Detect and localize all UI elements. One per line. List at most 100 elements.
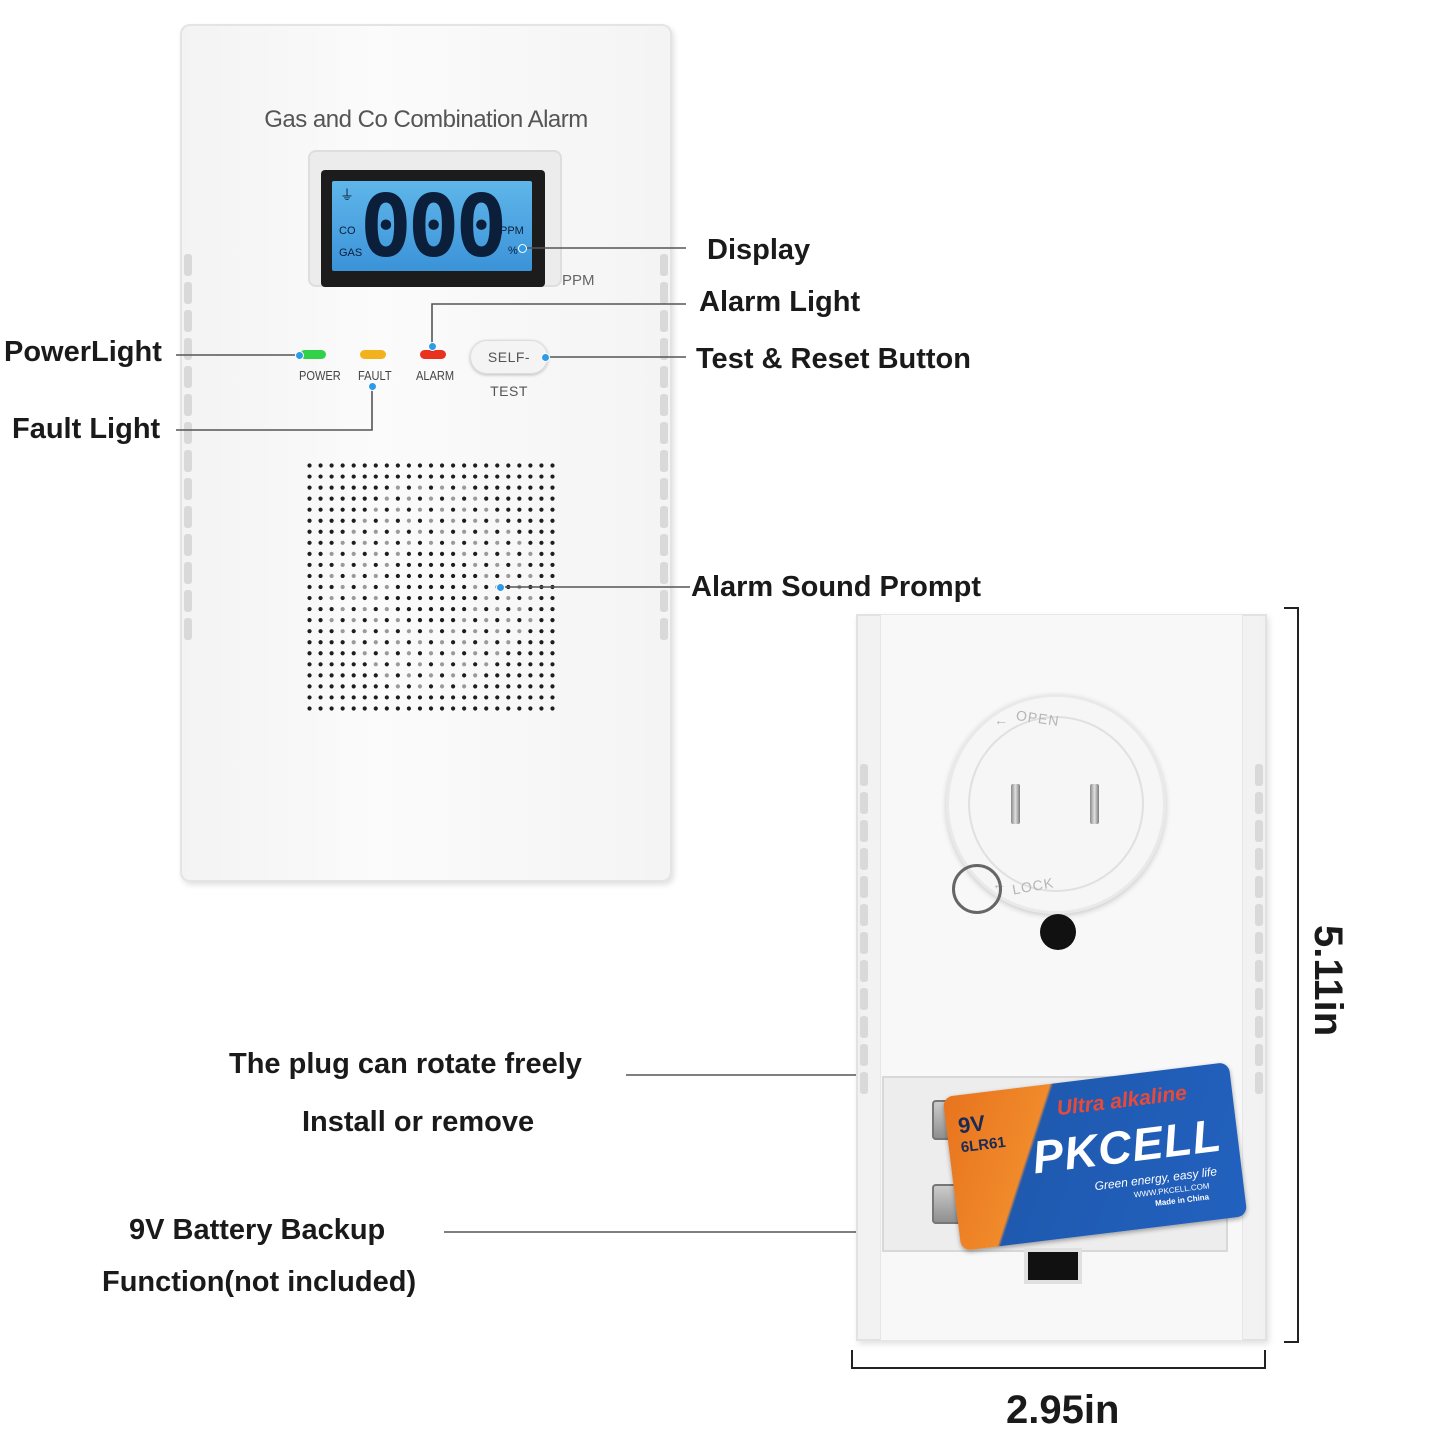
back-left-vent-slot — [860, 820, 868, 842]
height-dimension-tick-top — [1284, 607, 1299, 609]
power-callout-dot — [295, 351, 304, 360]
display-callout-dot — [518, 244, 527, 253]
right-vent-slot — [660, 618, 668, 640]
fault-led-label: FAULT — [358, 368, 392, 383]
fault-led — [360, 350, 386, 359]
back-right-vent-slot — [1255, 792, 1263, 814]
fault-callout-dot — [368, 382, 377, 391]
back-right-vent-slot — [1255, 988, 1263, 1010]
right-vent-slot — [660, 450, 668, 472]
power-led — [300, 350, 326, 359]
plug-symbol-icon: ⏚ — [340, 187, 354, 203]
back-right-vent-slot — [1255, 1072, 1263, 1094]
alarm-led-label: ALARM — [416, 368, 455, 383]
power-led-label: POWER — [299, 368, 341, 383]
ppm-unit-label: PPM — [562, 272, 595, 289]
lcd-co-label: CO — [339, 225, 356, 237]
right-vent-slot — [660, 478, 668, 500]
right-vent-slot — [660, 394, 668, 416]
test-reset-callout: Test & Reset Button — [696, 343, 971, 375]
lcd-gas-label: GAS — [339, 247, 363, 259]
mounting-hole — [1040, 914, 1076, 950]
right-vent-slot — [660, 366, 668, 388]
width-dimension-tick-right — [1264, 1350, 1266, 1369]
plug-prong-right — [1090, 784, 1099, 824]
back-left-vent-slot — [860, 848, 868, 870]
right-vent-slot — [660, 534, 668, 556]
back-right-vent-slot — [1255, 960, 1263, 982]
back-left-vent-slot — [860, 792, 868, 814]
speaker-grille — [307, 463, 555, 711]
power-light-callout: PowerLight — [4, 336, 162, 368]
left-vent-slot — [184, 450, 192, 472]
left-vent-slot — [184, 506, 192, 528]
left-vent-slot — [184, 366, 192, 388]
alarm-light-callout: Alarm Light — [699, 286, 861, 318]
back-right-vent-slot — [1255, 932, 1263, 954]
back-left-vent-slot — [860, 932, 868, 954]
back-right-vent-slot — [1255, 820, 1263, 842]
back-right-vent-slot — [1255, 876, 1263, 898]
height-dimension-tick-bottom — [1284, 1341, 1299, 1343]
left-vent-slot — [184, 422, 192, 444]
back-right-vent-slot — [1255, 1016, 1263, 1038]
left-vent-slot — [184, 254, 192, 276]
left-vent-slot — [184, 394, 192, 416]
front-device: Gas and Co Combination Alarm ⏚ CO GAS 00… — [180, 24, 672, 882]
lcd-screen: ⏚ CO GAS 000 PPM % — [332, 177, 532, 277]
back-left-vent-slot — [860, 764, 868, 786]
right-vent-slot — [660, 590, 668, 612]
left-vent-slot — [184, 310, 192, 332]
back-left-vent-slot — [860, 876, 868, 898]
width-dimension-tick-left — [851, 1350, 853, 1369]
battery-voltage: 9V — [956, 1110, 987, 1139]
speaker-callout-dot — [496, 583, 505, 592]
width-dimension-line — [851, 1367, 1266, 1369]
alarm-callout-dot — [428, 342, 437, 351]
back-left-vent-slot — [860, 960, 868, 982]
right-vent-slot — [660, 506, 668, 528]
back-left-vent-slot — [860, 1072, 868, 1094]
left-vent-slot — [184, 618, 192, 640]
self-test-button[interactable]: SELF-TEST — [470, 340, 548, 399]
battery-callout-line2: Function(not included) — [102, 1266, 417, 1298]
alarm-sound-callout: Alarm Sound Prompt — [691, 571, 982, 603]
left-vent-slot — [184, 338, 192, 360]
back-device: OPEN LOCK ← ← 9V 6LR61 Ultra alkaline PK… — [856, 614, 1267, 1341]
left-vent-slot — [184, 282, 192, 304]
alarm-led — [420, 350, 446, 359]
right-vent-slot — [660, 310, 668, 332]
back-left-vent-slot — [860, 988, 868, 1010]
lcd-ppm-label: PPM — [500, 225, 524, 237]
right-vent-slot — [660, 422, 668, 444]
left-vent-slot — [184, 590, 192, 612]
battery-callout-line1: 9V Battery Backup — [129, 1214, 386, 1246]
display-callout: Display — [707, 234, 811, 266]
back-right-vent-slot — [1255, 848, 1263, 870]
open-arrow-icon: ← — [994, 712, 1009, 728]
device-title: Gas and Co Combination Alarm — [264, 106, 588, 133]
height-dimension-line — [1297, 607, 1299, 1343]
left-vent-slot — [184, 534, 192, 556]
right-vent-slot — [660, 338, 668, 360]
plug-disc-ring — [968, 716, 1144, 892]
lcd-percent-label: % — [508, 245, 518, 257]
back-right-vent-slot — [1255, 904, 1263, 926]
back-left-vent-slot — [860, 904, 868, 926]
left-vent-slot — [184, 562, 192, 584]
right-vent-slot — [660, 562, 668, 584]
height-dimension-label: 5.11in — [1306, 925, 1350, 1037]
right-vent-slot — [660, 254, 668, 276]
plug-rotate-callout: The plug can rotate freely — [229, 1048, 582, 1080]
back-right-vent-slot — [1255, 1044, 1263, 1066]
right-vent-slot — [660, 282, 668, 304]
lcd-display: ⏚ CO GAS 000 PPM % — [321, 170, 545, 287]
left-vent-slot — [184, 478, 192, 500]
back-left-vent-slot — [860, 1016, 868, 1038]
back-left-vent-slot — [860, 1044, 868, 1066]
fault-light-callout: Fault Light — [12, 413, 161, 445]
battery-release-slot[interactable] — [1024, 1248, 1082, 1284]
install-remove-callout: Install or remove — [302, 1106, 535, 1138]
pull-ring — [952, 864, 1002, 914]
plug-prong-left — [1011, 784, 1020, 824]
